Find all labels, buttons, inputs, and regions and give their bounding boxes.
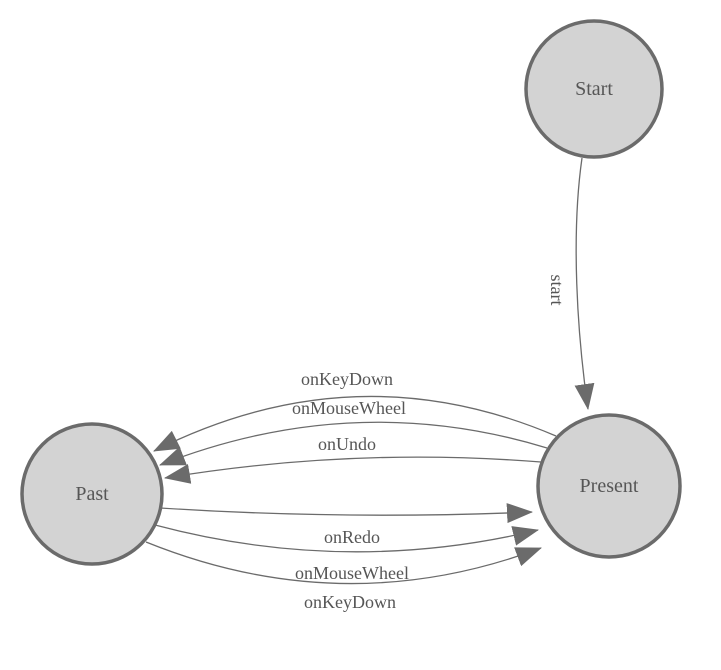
start-node-label: Start xyxy=(575,78,613,100)
edge-line xyxy=(153,395,557,452)
edge-line xyxy=(159,503,533,524)
edge-label-onkeydown-upper: onKeyDown xyxy=(301,369,393,389)
state-node-start: Start xyxy=(524,19,664,159)
edge-start-to-present: start xyxy=(547,157,595,410)
past-node-label: Past xyxy=(75,483,109,505)
edge-line xyxy=(164,456,542,484)
past-node-circle xyxy=(20,422,164,566)
edge-label-onredo: onRedo xyxy=(324,527,380,547)
edge-past-to-present-onmousewheel: onMouseWheel xyxy=(154,524,539,583)
edge-label-onundo: onUndo xyxy=(318,434,376,454)
edge-present-to-past-onkeydown: onKeyDown xyxy=(153,369,557,452)
state-node-present: Present xyxy=(536,413,682,559)
edge-label-onkeydown-lower: onKeyDown xyxy=(304,592,396,612)
edge-label-start: start xyxy=(547,275,567,306)
state-node-past: Past xyxy=(20,422,164,566)
edge-label-onmousewheel-upper: onMouseWheel xyxy=(292,398,406,418)
edge-line xyxy=(574,157,595,410)
edge-present-to-past-onundo: onUndo xyxy=(164,434,542,484)
edge-past-to-present-onredo: onRedo xyxy=(159,503,533,547)
edge-past-to-present-onkeydown: onKeyDown xyxy=(145,541,542,612)
start-node-circle xyxy=(524,19,664,159)
edge-line xyxy=(159,421,548,466)
edge-line xyxy=(154,524,539,553)
present-node-label: Present xyxy=(580,475,639,497)
edge-line xyxy=(145,541,542,585)
edge-present-to-past-onmousewheel: onMouseWheel xyxy=(159,398,548,466)
present-node-circle xyxy=(536,413,682,559)
edge-label-onmousewheel-lower: onMouseWheel xyxy=(295,563,409,583)
